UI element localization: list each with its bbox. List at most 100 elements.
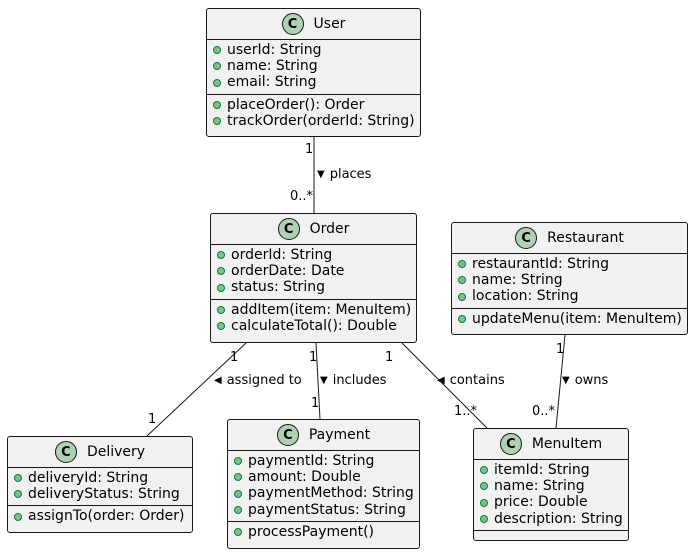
class-order-header: C Order — [211, 214, 416, 245]
method: processPayment() — [234, 524, 413, 540]
public-visibility-icon — [213, 100, 221, 109]
method: placeOrder(): Order — [213, 97, 414, 113]
includes-dst-multiplicity: 1 — [311, 396, 320, 411]
attribute: deliveryStatus: String — [14, 486, 186, 502]
public-visibility-icon — [217, 251, 225, 260]
owns-label: ▼ owns — [562, 373, 609, 388]
class-user-attributes: userId: String name: String email: Strin… — [207, 40, 420, 94]
public-visibility-icon — [234, 505, 242, 514]
class-delivery-header: C Delivery — [8, 437, 192, 468]
public-visibility-icon — [458, 260, 466, 269]
attribute: name: String — [213, 58, 414, 74]
attribute: userId: String — [213, 42, 414, 58]
direction-arrow-icon: ▼ — [317, 169, 325, 180]
direction-arrow-icon: ▼ — [562, 375, 570, 386]
class-delivery: C Delivery deliveryId: String deliverySt… — [7, 436, 193, 533]
method: updateMenu(item: MenuItem) — [458, 311, 682, 327]
class-user: C User userId: String name: String email… — [206, 8, 421, 137]
method: trackOrder(orderId: String) — [213, 113, 415, 129]
contains-label: ◀ contains — [437, 373, 505, 388]
attribute: restaurantId: String — [458, 256, 681, 272]
attribute: amount: Double — [234, 469, 413, 485]
class-payment: C Payment paymentId: String amount: Doub… — [227, 419, 420, 549]
class-icon: C — [281, 13, 304, 35]
places-src-multiplicity: 1 — [305, 142, 314, 157]
public-visibility-icon — [14, 512, 22, 521]
contains-line — [401, 342, 488, 429]
class-delivery-attributes: deliveryId: String deliveryStatus: Strin… — [8, 468, 192, 505]
attribute: deliveryId: String — [14, 470, 186, 486]
public-visibility-icon — [480, 482, 488, 491]
class-payment-name: Payment — [308, 427, 371, 443]
attribute: paymentId: String — [234, 453, 413, 469]
attribute: description: String — [480, 511, 623, 527]
class-delivery-name: Delivery — [86, 444, 146, 460]
attribute: status: String — [217, 279, 410, 295]
includes-line — [315, 342, 321, 420]
class-restaurant: C Restaurant restaurantId: String name: … — [451, 222, 688, 335]
public-visibility-icon — [14, 490, 22, 499]
public-visibility-icon — [480, 514, 488, 523]
owns-dst-multiplicity: 0..* — [532, 404, 556, 419]
public-visibility-icon — [217, 267, 225, 276]
method: calculateTotal(): Double — [217, 318, 410, 334]
class-user-methods: placeOrder(): Order trackOrder(orderId: … — [207, 93, 420, 132]
class-order-name: Order — [309, 221, 350, 237]
method: assignTo(order: Order) — [14, 508, 186, 524]
public-visibility-icon — [217, 283, 225, 292]
class-restaurant-name: Restaurant — [547, 230, 624, 246]
places-label: ▼ places — [317, 167, 372, 182]
assigned-line — [146, 342, 247, 437]
places-dst-multiplicity: 0..* — [290, 189, 314, 204]
public-visibility-icon — [217, 305, 225, 314]
class-delivery-methods: assignTo(order: Order) — [8, 505, 192, 527]
class-menuitem-name: MenuItem — [531, 436, 603, 452]
public-visibility-icon — [14, 474, 22, 483]
contains-src-multiplicity: 1 — [385, 350, 394, 365]
class-icon: C — [515, 227, 538, 249]
class-menuitem-attributes: itemId: String name: String price: Doubl… — [474, 460, 628, 530]
class-icon: C — [54, 441, 77, 463]
class-menuitem: C MenuItem itemId: String name: String p… — [473, 428, 629, 541]
public-visibility-icon — [234, 473, 242, 482]
class-user-name: User — [313, 16, 346, 32]
attribute: itemId: String — [480, 462, 622, 478]
attribute: orderId: String — [217, 247, 410, 263]
attribute: price: Double — [480, 494, 622, 510]
public-visibility-icon — [480, 466, 488, 475]
class-order-methods: addItem(item: MenuItem) calculateTotal()… — [211, 298, 416, 337]
assigned-to-label: ◀ assigned to — [214, 373, 302, 388]
class-menuitem-header: C MenuItem — [474, 429, 628, 460]
attribute: name: String — [458, 272, 681, 288]
includes-src-multiplicity: 1 — [309, 350, 318, 365]
attribute: paymentMethod: String — [234, 485, 414, 501]
class-icon: C — [276, 424, 299, 446]
public-visibility-icon — [213, 78, 221, 87]
assigned-dst-multiplicity: 1 — [148, 412, 157, 427]
attribute: name: String — [480, 478, 622, 494]
direction-arrow-icon: ◀ — [214, 375, 222, 386]
class-restaurant-attributes: restaurantId: String name: String locati… — [452, 254, 687, 308]
public-visibility-icon — [213, 46, 221, 55]
direction-arrow-icon: ◀ — [437, 375, 445, 386]
public-visibility-icon — [480, 498, 488, 507]
public-visibility-icon — [234, 489, 242, 498]
contains-dst-multiplicity: 1..* — [454, 404, 478, 419]
class-restaurant-methods: updateMenu(item: MenuItem) — [452, 307, 687, 330]
class-payment-attributes: paymentId: String amount: Double payment… — [228, 451, 419, 521]
class-order-attributes: orderId: String orderDate: Date status: … — [211, 245, 416, 299]
class-icon: C — [499, 433, 522, 455]
class-payment-header: C Payment — [228, 420, 419, 451]
public-visibility-icon — [458, 314, 466, 323]
attribute: email: String — [213, 74, 414, 90]
attribute: orderDate: Date — [217, 263, 410, 279]
class-icon: C — [277, 218, 300, 240]
includes-label: ▼ includes — [320, 373, 387, 388]
public-visibility-icon — [234, 457, 242, 466]
class-payment-methods: processPayment() — [228, 520, 419, 543]
public-visibility-icon — [458, 292, 466, 301]
public-visibility-icon — [213, 116, 221, 125]
public-visibility-icon — [217, 321, 225, 330]
method: addItem(item: MenuItem) — [217, 302, 411, 318]
